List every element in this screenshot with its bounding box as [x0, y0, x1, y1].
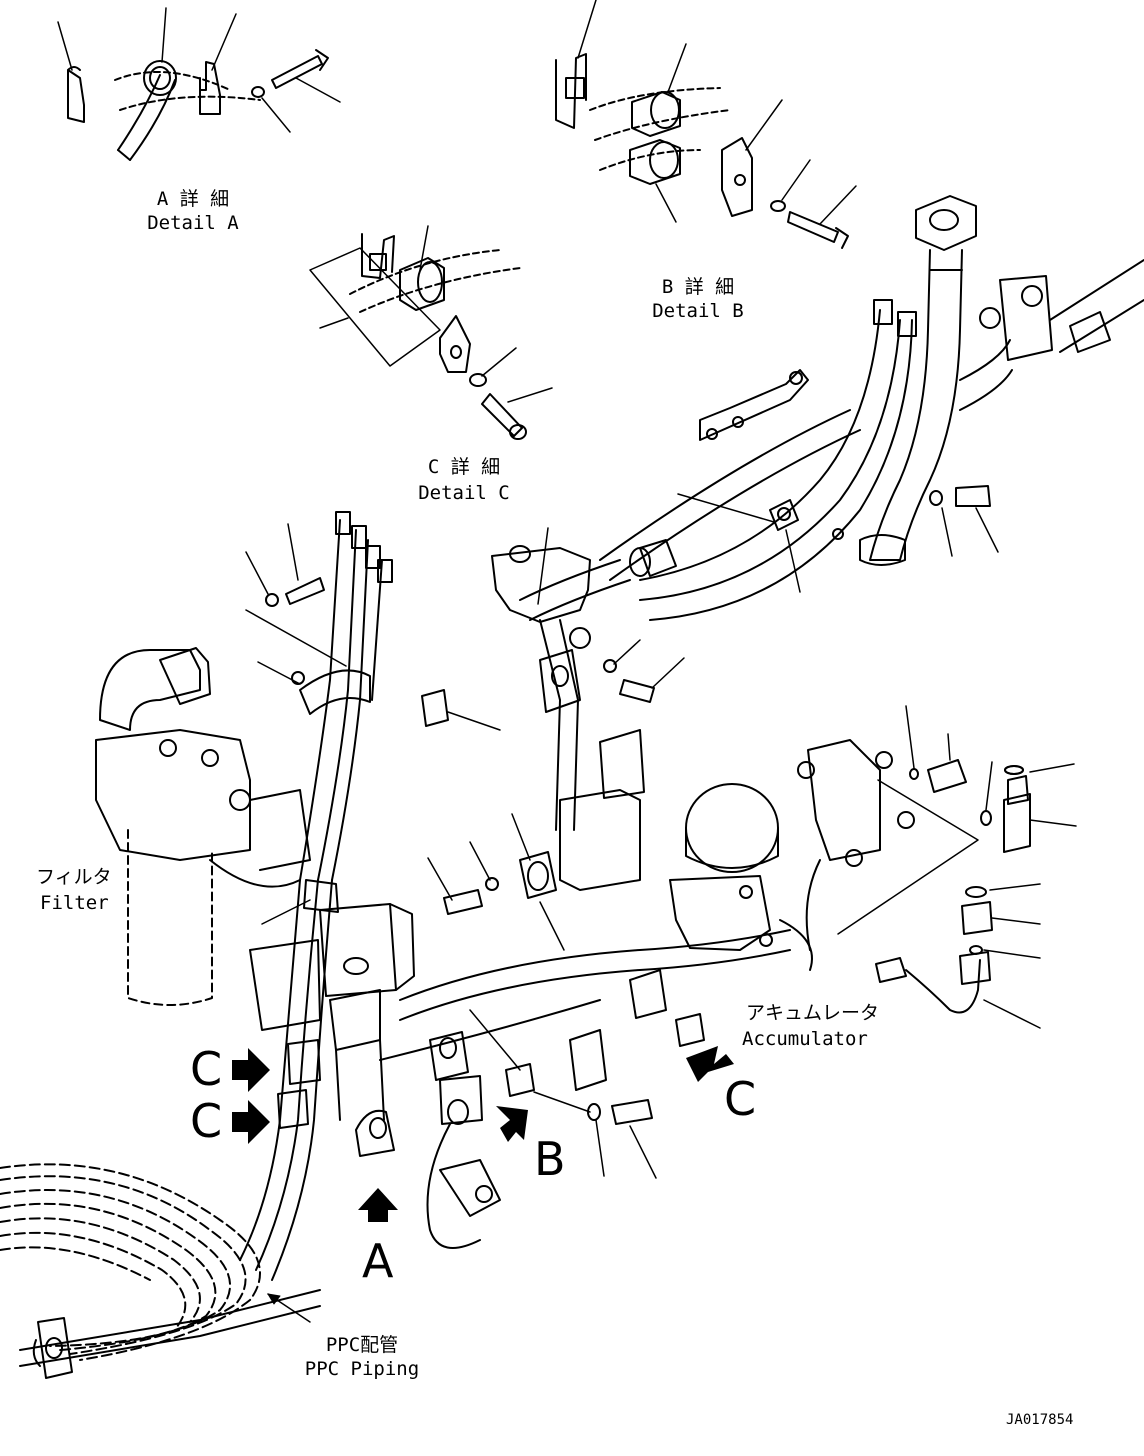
accumulator-label-en: Accumulator: [742, 1028, 868, 1050]
main-assembly: [0, 195, 1144, 1379]
detail-b-label-jp: B 詳 細: [661, 276, 735, 298]
detail-b-label-en: Detail B: [652, 300, 744, 322]
arrow-c-lower: [232, 1100, 270, 1144]
detail-c-illustration: [309, 225, 553, 440]
view-arrows: [232, 1046, 734, 1222]
ppc-piping-label-jp: PPC配管: [325, 1334, 399, 1356]
view-letter-c-right: C: [724, 1072, 757, 1126]
view-letter-c-upper: C: [190, 1042, 223, 1096]
arrow-b: [496, 1106, 528, 1142]
detail-c-label-en: Detail C: [418, 482, 510, 504]
arrow-c-right: [686, 1046, 734, 1082]
ppc-piping-label-en: PPC Piping: [304, 1358, 420, 1380]
accumulator-label-jp: アキュムレータ: [746, 1002, 880, 1024]
arrow-c-upper: [232, 1048, 270, 1092]
detail-a-illustration: [57, 7, 341, 161]
view-letter-b: B: [534, 1132, 566, 1186]
view-letter-a: A: [362, 1234, 394, 1288]
filter-label-jp: フィルタ: [36, 866, 112, 888]
figure-number: JA017854: [1006, 1412, 1074, 1428]
detail-c-label-jp: C 詳 細: [427, 456, 501, 478]
filter-label-en: Filter: [40, 892, 109, 914]
detail-b-illustration: [555, 0, 857, 249]
detail-a-label-en: Detail A: [147, 212, 239, 234]
arrow-a: [358, 1188, 398, 1222]
view-letter-c-lower: C: [190, 1094, 223, 1148]
detail-a-label-jp: A 詳 細: [156, 188, 230, 210]
